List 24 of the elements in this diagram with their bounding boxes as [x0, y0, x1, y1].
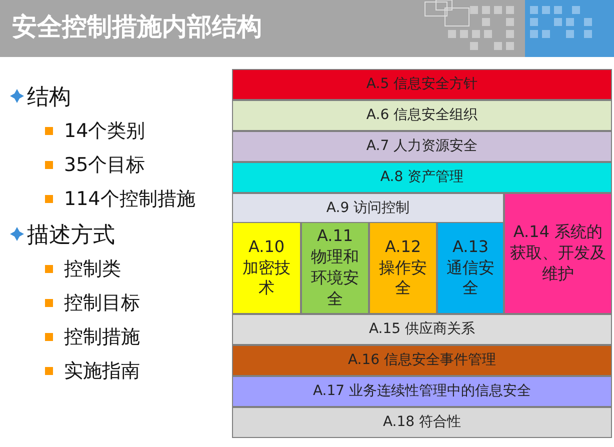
- category-box: A.16 信息安全事件管理: [232, 345, 612, 376]
- bullet-text: 控制目标: [64, 291, 140, 316]
- bullet-text: 结构: [27, 84, 71, 112]
- category-box: A.7 人力资源安全: [232, 131, 612, 162]
- category-box: A.8 资产管理: [232, 162, 612, 193]
- category-box: A.9 访问控制: [232, 193, 504, 223]
- bullet-text: 35个目标: [64, 153, 146, 178]
- category-box: A.18 符合性: [232, 407, 612, 438]
- bullet-text: 实施指南: [64, 359, 140, 384]
- category-box: A.10 加密技术: [232, 222, 301, 314]
- category-box: A.17 业务连续性管理中的信息安全: [232, 376, 612, 407]
- bullet-text: 114个控制措施: [64, 187, 196, 212]
- category-box: A.6 信息安全组织: [232, 100, 612, 131]
- category-box: A.15 供应商关系: [232, 314, 612, 345]
- bullet-text: 控制措施: [64, 325, 140, 350]
- category-box: A.12 操作安全: [369, 222, 437, 314]
- bullet-text: 控制类: [64, 257, 121, 282]
- bullet-text: 描述方式: [27, 222, 115, 250]
- category-box: A.5 信息安全方针: [232, 69, 612, 100]
- category-box: A.14 系统的获取、开发及维护: [504, 193, 612, 314]
- category-box: A.11 物理和环境安全: [301, 222, 369, 314]
- title: 安全控制措施内部结构: [12, 11, 262, 43]
- category-box: A.13 通信安全: [437, 222, 504, 314]
- bullet-text: 14个类别: [64, 119, 146, 144]
